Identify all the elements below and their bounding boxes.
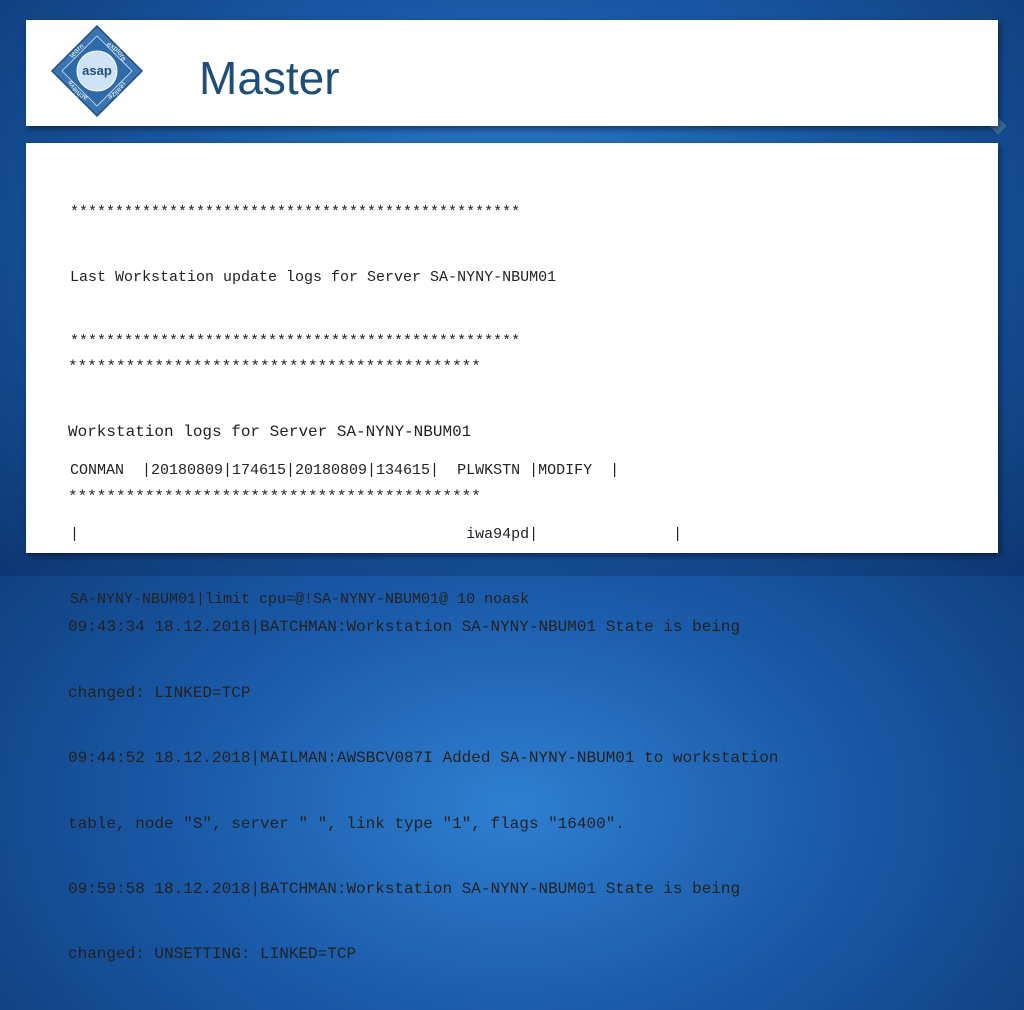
log-line: 09:59:58 18.12.2018|BATCHMAN:Workstation…: [68, 879, 741, 898]
spacer: [68, 553, 779, 574]
logo-center-text: asap: [82, 63, 112, 78]
asap-logo: learn explore achieve realize asap: [50, 24, 144, 118]
stars-line: ****************************************…: [70, 204, 521, 221]
stars-line: ****************************************…: [70, 333, 521, 350]
stars-line: ****************************************…: [68, 357, 481, 376]
slide: learn explore achieve realize asap Maste…: [0, 0, 1024, 576]
log-line: 09:44:52 18.12.2018|MAILMAN:AWSBCV087I A…: [68, 749, 779, 768]
content-panel: ****************************************…: [26, 143, 998, 963]
log-line: changed: LINKED=TCP: [68, 683, 251, 702]
log-line: table, node "S", server " ", link type "…: [68, 814, 625, 833]
section-heading: Workstation logs for Server SA-NYNY-NBUM…: [68, 422, 472, 441]
log-line: | iwa94pd| |: [70, 526, 683, 543]
stars-line: ****************************************…: [68, 488, 481, 507]
log-line: changed: UNSETTING: LINKED=TCP: [68, 945, 357, 964]
log-line: CONMAN |20180809|174615|20180809|134615|…: [70, 461, 620, 479]
slide-title: Master: [199, 52, 340, 104]
workstation-logs: ****************************************…: [68, 313, 779, 1010]
log-line: 09:43:34 18.12.2018|BATCHMAN:Workstation…: [68, 618, 741, 637]
logo-ring: [76, 50, 118, 92]
section-heading: Last Workstation update logs for Server …: [70, 268, 557, 286]
title-panel: learn explore achieve realize asap Maste…: [26, 20, 998, 126]
